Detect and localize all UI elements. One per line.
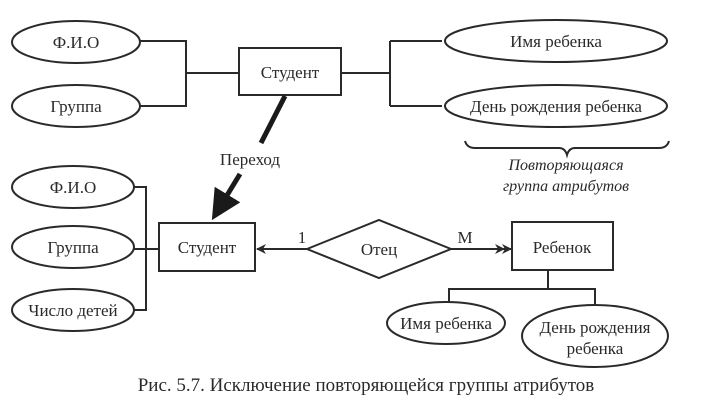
repeating-group-brace xyxy=(464,140,670,159)
entity-label: Ребенок xyxy=(533,238,592,257)
bottom-attribute-children-count: Число детей xyxy=(11,288,135,332)
entity-label: Студент xyxy=(178,238,237,257)
top-entity-student: Студент xyxy=(238,47,342,96)
child-attribute-birthday: День рождения ребенка xyxy=(521,304,669,368)
cardinality-one: 1 xyxy=(298,228,307,247)
brace-note-line2: группа атрибутов xyxy=(503,178,629,195)
bottom-attribute-connector xyxy=(132,186,159,311)
relationship-label: Отец xyxy=(361,240,397,259)
attribute-label: ребенка xyxy=(567,339,624,358)
attribute-label: День рождения xyxy=(540,318,651,337)
top-attribute-fio: Ф.И.О xyxy=(11,20,141,64)
child-attribute-connector xyxy=(448,270,596,305)
bottom-entity-child: Ребенок xyxy=(511,221,614,271)
bottom-entity-student: Студент xyxy=(158,222,256,272)
top-left-attribute-connector xyxy=(140,40,239,107)
transition-label: Переход xyxy=(220,150,281,169)
attribute-label: Группа xyxy=(47,238,99,257)
bottom-attribute-fio: Ф.И.О xyxy=(11,165,135,209)
relationship-line-right xyxy=(451,244,512,254)
attribute-label: Имя ребенка xyxy=(400,314,492,333)
attribute-label: День рождения ребенка xyxy=(470,97,642,116)
attribute-label: Имя ребенка xyxy=(510,32,602,51)
top-attribute-child-name: Имя ребенка xyxy=(444,19,668,63)
child-attribute-name: Имя ребенка xyxy=(386,301,506,345)
bottom-attribute-group: Группа xyxy=(11,225,135,269)
cardinality-many: М xyxy=(457,228,472,247)
relationship-father: Отец xyxy=(304,218,454,280)
attribute-label: Число детей xyxy=(28,301,117,320)
brace-note-line1: Повторяющаяся xyxy=(507,157,623,174)
top-attribute-group: Группа xyxy=(11,84,141,128)
attribute-label: Ф.И.О xyxy=(53,33,99,52)
top-right-attribute-connector xyxy=(341,40,442,107)
figure-caption: Рис. 5.7. Исключение повторяющейся групп… xyxy=(138,375,595,396)
attribute-label: Ф.И.О xyxy=(50,178,96,197)
transition-arrow xyxy=(211,94,288,221)
entity-label: Студент xyxy=(261,63,320,82)
attribute-label: Группа xyxy=(50,97,102,116)
top-attribute-child-birthday: День рождения ребенка xyxy=(444,84,668,128)
